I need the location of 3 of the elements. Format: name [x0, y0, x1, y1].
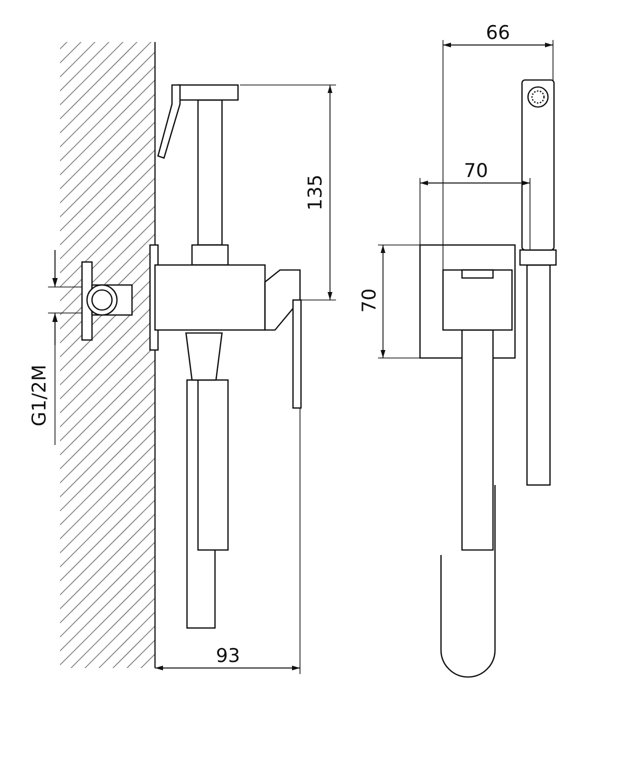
dimension-label: 70	[462, 162, 490, 180]
dimension-label: 66	[484, 24, 512, 42]
dimension-label: 93	[214, 646, 242, 666]
